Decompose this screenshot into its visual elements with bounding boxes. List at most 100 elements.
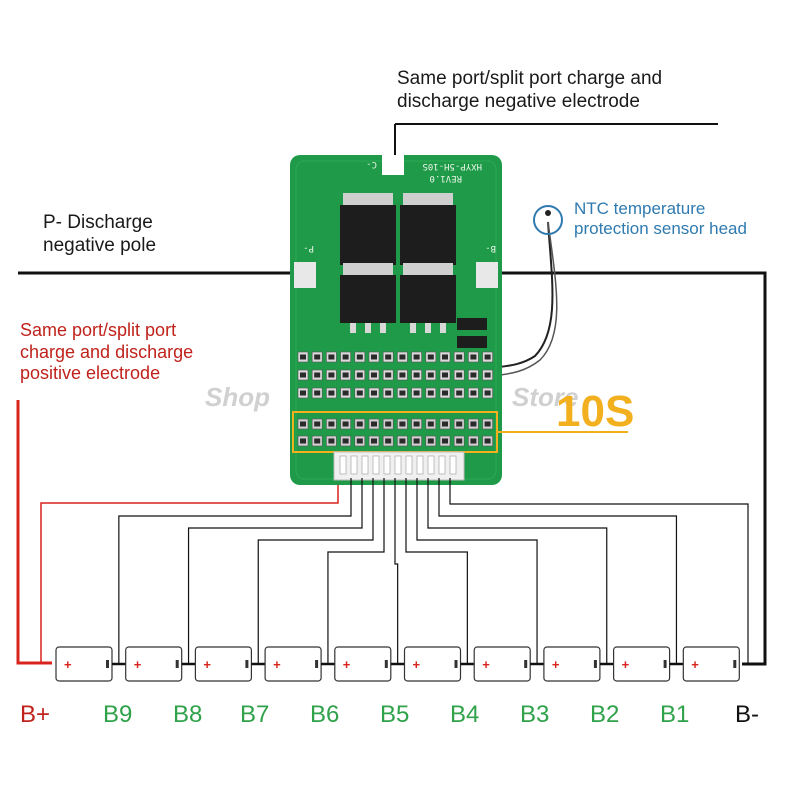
- smd-body: [314, 354, 321, 360]
- b-minus-wire: [488, 271, 767, 666]
- smd-body: [356, 438, 363, 444]
- smd-body: [314, 372, 321, 378]
- terminal-label: B1: [660, 701, 690, 728]
- smd-body: [399, 421, 406, 427]
- smd-body: [356, 354, 363, 360]
- smd-body: [342, 390, 349, 396]
- battery-cell: +: [194, 646, 266, 682]
- series-badge: 10S: [556, 387, 635, 436]
- cell-plus-sign: +: [622, 657, 630, 672]
- smd-body: [342, 372, 349, 378]
- cell-minus-cap: [593, 660, 597, 668]
- smd-body: [442, 372, 448, 378]
- balance-lead: [327, 478, 385, 664]
- smd-body: [399, 354, 406, 360]
- smd-body: [314, 438, 321, 444]
- c-minus-silkscreen: C-: [366, 159, 377, 169]
- smd-body: [342, 354, 349, 360]
- smd-body: [342, 421, 349, 427]
- b-minus-silkscreen: B-: [485, 243, 496, 253]
- connector-pins: [339, 455, 457, 475]
- top-note-line-1: Same port/split port charge and: [397, 68, 663, 89]
- connector-pin: [405, 455, 413, 475]
- c-minus-notch: [382, 155, 404, 175]
- smd-body: [385, 421, 392, 427]
- battery-cell: +: [612, 646, 684, 682]
- shunt-resistor-2: [457, 336, 487, 348]
- cell-plus-sign: +: [482, 657, 490, 672]
- terminal-label: B6: [310, 701, 340, 728]
- smd-body: [371, 372, 377, 378]
- smd-body: [427, 421, 434, 427]
- smd-body: [456, 372, 463, 378]
- connector-pin: [416, 455, 424, 475]
- cell-plus-sign: +: [64, 657, 72, 672]
- smd-body: [371, 390, 377, 396]
- cell-plus-sign: +: [273, 657, 281, 672]
- smd-body: [328, 354, 335, 360]
- smd-body: [413, 438, 420, 444]
- smd-body: [399, 390, 406, 396]
- p-minus-note-line-2: negative pole: [43, 234, 157, 256]
- battery-cell: +: [334, 646, 405, 682]
- balance-lead: [118, 478, 352, 664]
- cell-plus-sign: +: [413, 657, 421, 672]
- smd-body: [427, 438, 434, 444]
- terminal-label: B+: [20, 701, 51, 728]
- balance-lead-b-plus: [40, 478, 339, 663]
- smd-body: [300, 438, 306, 444]
- smd-body: [484, 354, 491, 360]
- top-note: Same port/split port charge and discharg…: [397, 68, 662, 114]
- smd-body: [371, 438, 377, 444]
- positive-note-line-1: Same port/split port: [20, 320, 177, 340]
- cell-minus-cap: [245, 660, 249, 668]
- terminal-label: B8: [173, 701, 203, 728]
- battery-cell: +: [55, 646, 126, 682]
- smd-body: [413, 421, 420, 427]
- cell-plus-sign: +: [134, 657, 142, 672]
- smd-body: [470, 354, 477, 360]
- b-plus-wire: [16, 400, 52, 665]
- smd-body: [328, 372, 335, 378]
- smd-body: [342, 438, 349, 444]
- connector-pin: [449, 455, 457, 475]
- balance-lead: [438, 478, 678, 664]
- smd-body: [470, 372, 477, 378]
- ntc-note: NTC temperature protection sensor head: [574, 199, 747, 240]
- battery-cell: +: [125, 646, 196, 682]
- board-rev-silkscreen: REV1.0: [429, 173, 462, 183]
- smd-body: [314, 390, 321, 396]
- smd-body: [328, 390, 335, 396]
- balance-lead: [394, 478, 399, 664]
- terminal-label: B3: [520, 701, 550, 728]
- battery-cell: +: [473, 646, 544, 682]
- smd-body: [484, 390, 491, 396]
- b-minus-pad: [476, 262, 498, 288]
- terminal-label: B-: [735, 701, 759, 728]
- cell-minus-cap: [663, 660, 667, 668]
- connector-pin: [361, 455, 369, 475]
- smd-body: [385, 438, 392, 444]
- smd-body: [385, 390, 392, 396]
- ntc-note-line-1: NTC temperature: [574, 199, 706, 218]
- smd-body: [456, 354, 463, 360]
- positive-note-line-2: charge and discharge: [20, 341, 194, 362]
- p-minus-note: P- Discharge negative pole: [43, 212, 156, 258]
- smd-body: [484, 372, 491, 378]
- smd-body: [470, 390, 477, 396]
- terminal-label: B4: [450, 701, 480, 728]
- smd-body: [356, 372, 363, 378]
- positive-note-line-3: positive electrode: [20, 363, 161, 384]
- smd-body: [427, 390, 434, 396]
- cell-plus-sign: +: [343, 657, 351, 672]
- smd-body: [371, 354, 377, 360]
- smd-body: [413, 372, 420, 378]
- smd-body: [413, 354, 420, 360]
- cell-minus-cap: [524, 660, 528, 668]
- smd-body: [413, 390, 420, 396]
- terminal-label: B5: [380, 701, 410, 728]
- smd-body: [456, 390, 463, 396]
- battery-cell: +: [264, 646, 335, 682]
- battery-cell: +: [682, 646, 740, 682]
